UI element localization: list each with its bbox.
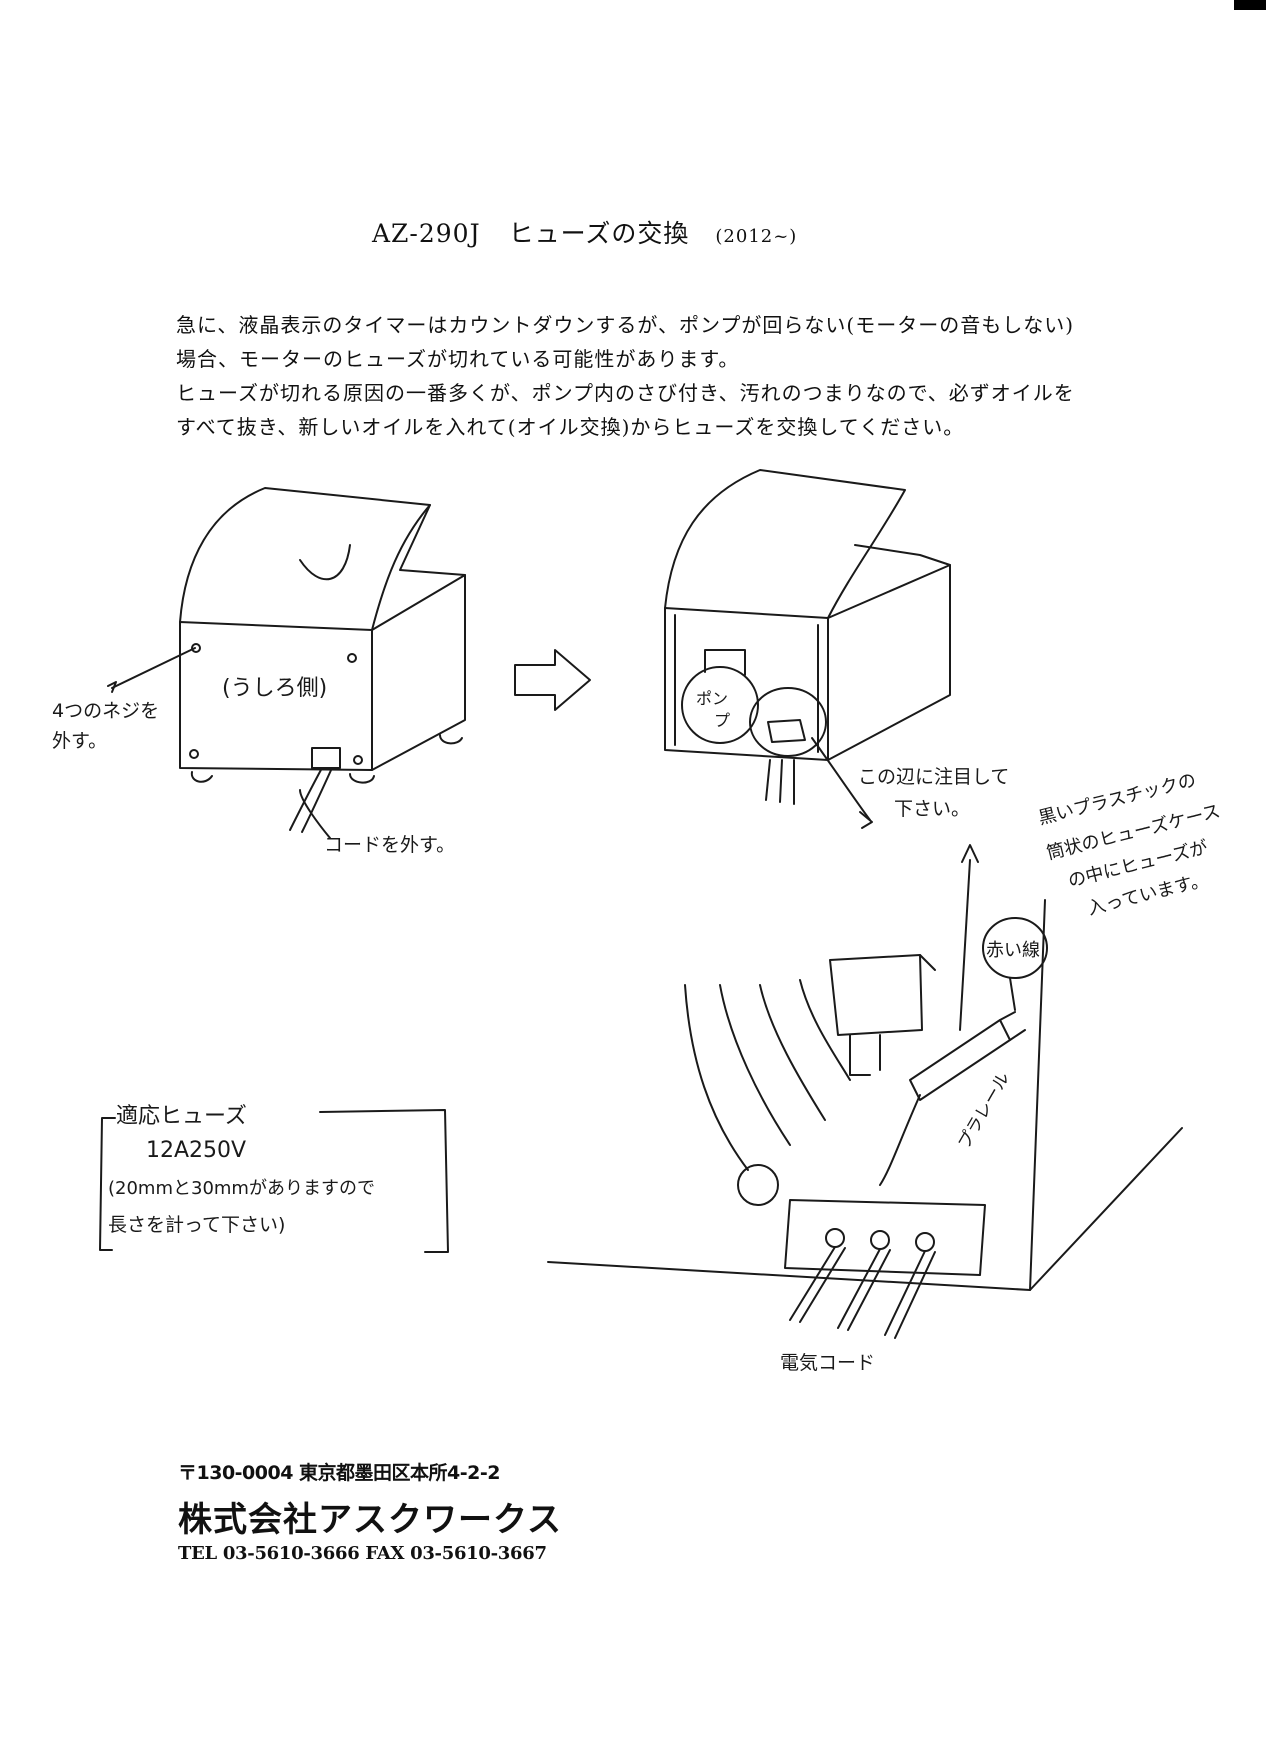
back-side-label: (うしろ側) xyxy=(222,676,328,701)
fuse-spec-box-outline xyxy=(99,1109,449,1253)
fuse-spec-heading: 適応ヒューズ xyxy=(116,1104,247,1129)
power-cord-label: 電気コード xyxy=(780,1352,876,1374)
machine-rear-drawing xyxy=(107,487,466,839)
company-name: 株式会社アスクワークス xyxy=(178,1500,562,1540)
intro-text: 急に、液晶表示のタイマーはカウントダウンするが、ポンプが回らない(モーターの音も… xyxy=(176,308,1076,444)
model-number: AZ-290J xyxy=(372,219,481,248)
attention-note-line1: この辺に注目して xyxy=(858,766,1010,788)
fuse-closeup-drawing xyxy=(547,844,1183,1339)
pump-label-line2: プ xyxy=(714,711,731,730)
company-address: 〒130-0004 東京都墨田区本所4-2-2 xyxy=(178,1462,500,1484)
attention-note-line2: 下さい。 xyxy=(894,798,971,820)
scan-edge-mark xyxy=(1234,0,1266,10)
intro-paragraph-2: ヒューズが切れる原因の一番多くが、ポンプ内のさび付き、汚れのつまりなので、必ずオ… xyxy=(176,381,1075,439)
intro-paragraph-1: 急に、液晶表示のタイマーはカウントダウンするが、ポンプが回らない(モーターの音も… xyxy=(176,313,1075,371)
fuse-spec-rating: 12A250V xyxy=(146,1138,247,1163)
page-title: AZ-290J ヒューズの交換 (2012~) xyxy=(372,214,932,250)
title-text: ヒューズの交換 xyxy=(508,219,690,248)
cord-note: コードを外す。 xyxy=(324,834,456,856)
company-phone-fax: TEL 03-5610-3666 FAX 03-5610-3667 xyxy=(178,1543,547,1564)
fuse-spec-length-note: (20mmと30mmがありますので xyxy=(108,1178,375,1199)
fuse-spec-measure-note: 長さを計って下さい) xyxy=(108,1214,286,1236)
transition-arrow xyxy=(514,649,591,711)
machine-open-drawing xyxy=(664,469,951,829)
screw-note-line2: 外す。 xyxy=(52,730,108,752)
screw-note-line1: 4つのネジを xyxy=(52,700,160,722)
red-wire-label: 赤い線 xyxy=(986,940,1040,961)
pump-label-line1: ポン xyxy=(696,689,729,708)
title-year: (2012~) xyxy=(715,226,798,247)
